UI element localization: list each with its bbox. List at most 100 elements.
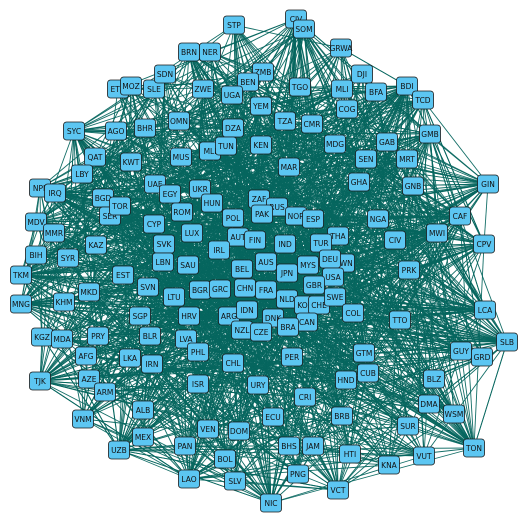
node-box[interactable] [215, 136, 237, 156]
node[interactable]: LBY [71, 164, 93, 184]
node[interactable]: IRN [141, 354, 163, 374]
node-box[interactable] [255, 280, 277, 300]
node[interactable]: COL [342, 303, 364, 323]
node-box[interactable] [78, 369, 100, 389]
node-box[interactable] [187, 374, 209, 394]
node[interactable]: BEN [237, 72, 259, 92]
node[interactable]: ZWE [192, 79, 214, 99]
node[interactable]: SVK [153, 234, 175, 254]
node[interactable]: ARM [94, 382, 116, 402]
node-box[interactable] [376, 132, 398, 152]
node[interactable]: ECU [262, 407, 284, 427]
node[interactable]: SGP [129, 306, 151, 326]
node[interactable]: MWI [426, 223, 448, 243]
node[interactable]: SUR [397, 416, 419, 436]
node[interactable]: IND [274, 234, 296, 254]
node-box[interactable] [412, 90, 434, 110]
node[interactable]: CAN [296, 312, 318, 332]
node-box[interactable] [294, 387, 316, 407]
node[interactable]: POL [222, 208, 244, 228]
node[interactable]: GRD [471, 347, 493, 367]
node-box[interactable] [276, 263, 298, 283]
node-box[interactable] [178, 306, 200, 326]
node[interactable]: BHS [278, 436, 300, 456]
node[interactable]: DEU [319, 249, 341, 269]
node[interactable]: GMB [419, 124, 441, 144]
node-box[interactable] [25, 212, 47, 232]
node[interactable]: COG [336, 99, 358, 119]
node-box[interactable] [222, 208, 244, 228]
node-box[interactable] [348, 172, 370, 192]
node-box[interactable] [105, 121, 127, 141]
node-box[interactable] [293, 19, 315, 39]
node-box[interactable] [94, 382, 116, 402]
node-box[interactable] [43, 223, 65, 243]
node-box[interactable] [201, 193, 223, 213]
node-box[interactable] [278, 436, 300, 456]
node-box[interactable] [170, 147, 192, 167]
node[interactable]: TOR [109, 196, 131, 216]
node[interactable]: NZL [231, 320, 253, 340]
node[interactable]: HTI [339, 444, 361, 464]
node[interactable]: CHL [222, 353, 244, 373]
node[interactable]: CAF [449, 206, 471, 226]
node-box[interactable] [78, 282, 100, 302]
node[interactable]: KNA [378, 455, 400, 475]
node[interactable]: PAN [174, 436, 196, 456]
node[interactable]: SEN [355, 149, 377, 169]
node-box[interactable] [278, 157, 300, 177]
node-box[interactable] [402, 176, 424, 196]
node[interactable]: HND [335, 370, 357, 390]
node-box[interactable] [143, 79, 165, 99]
node-box[interactable] [181, 223, 203, 243]
node[interactable]: MYS [297, 255, 319, 275]
node[interactable]: VUT [413, 446, 435, 466]
node-box[interactable] [84, 147, 106, 167]
node[interactable]: MRT [396, 149, 418, 169]
node-box[interactable] [274, 111, 296, 131]
node-box[interactable] [413, 446, 435, 466]
node-box[interactable] [159, 184, 181, 204]
node-box[interactable] [53, 292, 75, 312]
node[interactable]: TCD [412, 90, 434, 110]
node[interactable]: VEN [197, 419, 219, 439]
node-box[interactable] [223, 15, 245, 35]
node-box[interactable] [396, 149, 418, 169]
node[interactable]: SVN [137, 277, 159, 297]
node[interactable]: DJI [351, 64, 373, 84]
node[interactable]: ROM [171, 202, 193, 222]
node-box[interactable] [231, 259, 253, 279]
node-box[interactable] [75, 346, 97, 366]
node[interactable]: KWT [120, 152, 142, 172]
node-box[interactable] [168, 111, 190, 131]
node-box[interactable] [324, 134, 346, 154]
node[interactable]: GTM [353, 343, 375, 363]
node[interactable]: PNG [287, 464, 309, 484]
node-box[interactable] [132, 400, 154, 420]
node-box[interactable] [330, 38, 352, 58]
node[interactable]: BLR [139, 326, 161, 346]
node[interactable]: TJK [29, 371, 51, 391]
node[interactable]: CRI [294, 387, 316, 407]
node-box[interactable] [471, 347, 493, 367]
node-box[interactable] [297, 255, 319, 275]
node[interactable]: UKR [189, 179, 211, 199]
node-box[interactable] [262, 407, 284, 427]
node[interactable]: BFA [365, 82, 387, 102]
node[interactable]: BRA [277, 317, 299, 337]
node-box[interactable] [197, 419, 219, 439]
node[interactable]: HRV [178, 306, 200, 326]
node-box[interactable] [187, 342, 209, 362]
node[interactable]: MNG [10, 294, 32, 314]
node[interactable]: SDN [154, 64, 176, 84]
node[interactable]: LKA [119, 348, 141, 368]
node-box[interactable] [129, 306, 151, 326]
node[interactable]: ISR [187, 374, 209, 394]
node-box[interactable] [137, 277, 159, 297]
node-box[interactable] [87, 326, 109, 346]
node[interactable]: MUS [170, 147, 192, 167]
node-box[interactable] [351, 64, 373, 84]
node[interactable]: MEX [132, 427, 154, 447]
node[interactable]: EGY [159, 184, 181, 204]
node[interactable]: NGA [367, 209, 389, 229]
